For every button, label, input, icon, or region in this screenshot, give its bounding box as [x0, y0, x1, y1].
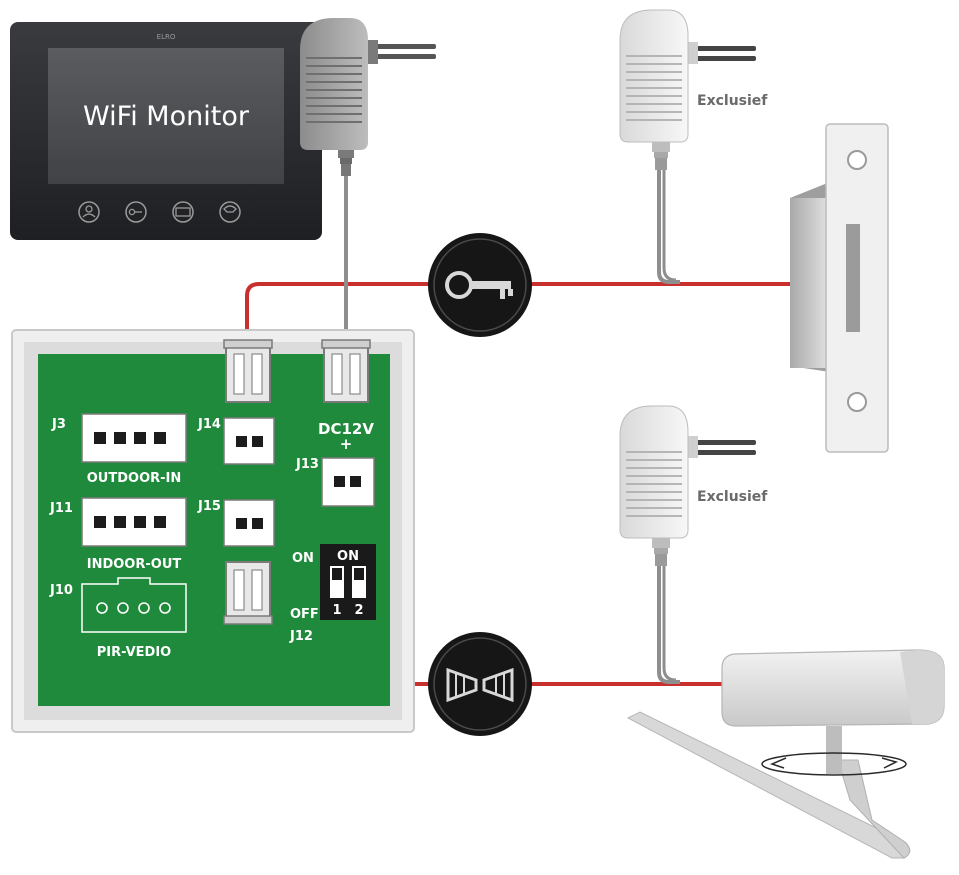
gate-opener-icon: [428, 632, 532, 736]
label-j14: J14: [197, 417, 221, 432]
lock-power-adapter: [619, 9, 756, 170]
monitor-screen-text: WiFi Monitor: [83, 101, 250, 132]
red-wire-lock: [245, 282, 798, 348]
wifi-monitor: ELRO WiFi Monitor: [10, 22, 322, 240]
label-on-left: ON: [292, 551, 314, 566]
electric-door-strike: [790, 123, 889, 453]
label-j10: J10: [49, 583, 73, 598]
monitor-power-adapter: [300, 18, 436, 176]
monitor-button-key-icon: [125, 201, 147, 223]
label-j13: J13: [295, 457, 319, 472]
label-dc12v: DC12V: [318, 420, 374, 438]
label-outdoor-in: OUTDOOR-IN: [87, 471, 182, 486]
gray-wire-gate-adapter: [657, 563, 680, 684]
label-pir-vedio: PIR-VEDIO: [97, 645, 171, 660]
monitor-brand: ELRO: [157, 33, 176, 41]
connector-j11: [81, 497, 187, 547]
connector-j14: [223, 417, 275, 465]
label-j3: J3: [51, 417, 66, 432]
label-switch-2: 2: [354, 603, 363, 618]
monitor-button-user-icon: [78, 201, 100, 223]
terminal-housing-j12: [223, 561, 273, 625]
connector-j13: [321, 457, 375, 507]
connector-j15: [223, 499, 275, 547]
monitor-button-gate-icon: [172, 201, 194, 223]
dip-switch[interactable]: ON 1 2: [320, 544, 376, 620]
connector-j3: [81, 413, 187, 463]
label-j15: J15: [197, 499, 221, 514]
terminal-housing-dc12v-top: [321, 339, 371, 403]
gate-power-adapter: [619, 405, 756, 566]
label-j11: J11: [49, 501, 73, 516]
terminal-housing-j14-top: [223, 339, 273, 403]
monitor-button-phone-icon: [219, 201, 241, 223]
connector-j10: [81, 577, 187, 633]
label-plus: +: [340, 435, 353, 453]
door-lock-key-icon: [428, 233, 532, 337]
strike-screw-hole-bottom: [847, 392, 867, 412]
gray-wire-lock-adapter: [657, 168, 680, 284]
exclusive-label-top: Exclusief: [697, 93, 768, 109]
strike-screw-hole-top: [847, 150, 867, 170]
label-switch-1: 1: [332, 603, 341, 618]
exclusive-label-bottom: Exclusief: [697, 489, 768, 505]
label-switch-on: ON: [337, 549, 359, 564]
label-off-left: OFF: [290, 607, 319, 622]
label-indoor-out: INDOOR-OUT: [87, 557, 182, 572]
gate-motor: [626, 649, 945, 859]
label-j12: J12: [289, 629, 313, 644]
rotation-arrow-icon: [761, 752, 907, 776]
